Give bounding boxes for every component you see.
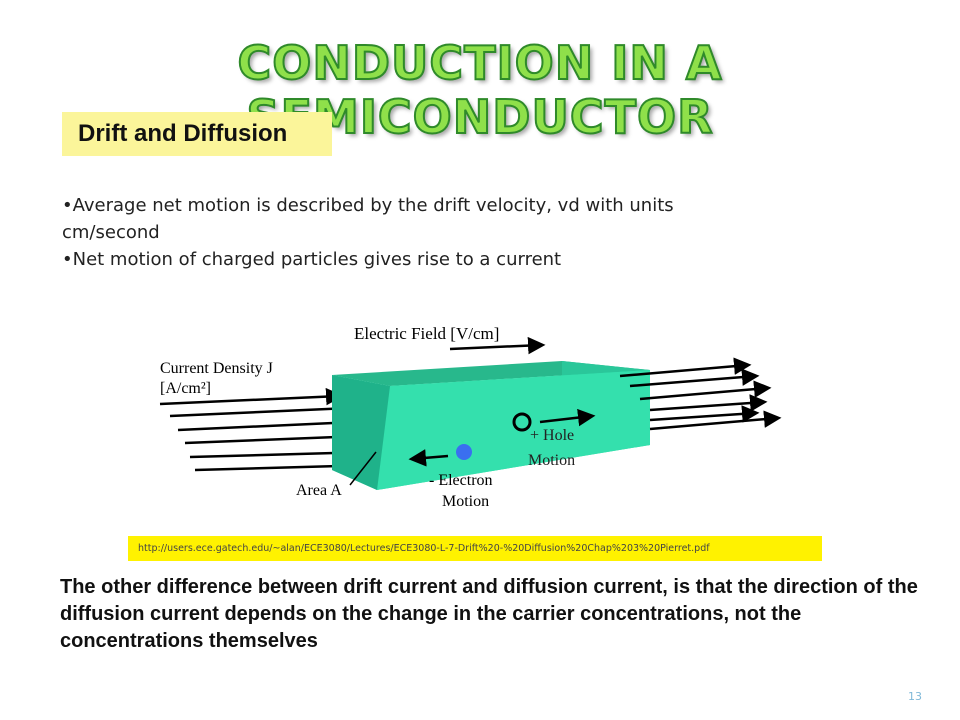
drift-diagram: Electric Field [V/cm] Current Density J … bbox=[159, 324, 782, 510]
electric-field-label: Electric Field [V/cm] bbox=[354, 324, 499, 343]
area-pointer bbox=[349, 451, 377, 486]
subtitle-box: Drift and Diffusion bbox=[62, 112, 332, 156]
hole-circle bbox=[512, 412, 532, 432]
source-url[interactable]: http://users.ece.gatech.edu/~alan/ECE308… bbox=[128, 536, 822, 561]
electric-field-arrow bbox=[449, 336, 546, 355]
bullet-item: •Average net motion is described by the … bbox=[62, 195, 674, 243]
electron-motion-arrow bbox=[408, 449, 449, 467]
hole-motion-arrow bbox=[539, 408, 596, 427]
electron-motion-label-2: Motion bbox=[442, 493, 489, 510]
area-label: Area A bbox=[296, 482, 342, 499]
slide-title: CONDUCTION IN A SEMICONDUCTOR bbox=[237, 35, 723, 145]
electron-motion-label: - Electron bbox=[429, 472, 493, 489]
block-left-face bbox=[332, 375, 390, 490]
current-density-label: Current Density J bbox=[160, 360, 273, 377]
hole-motion-label-2: Motion bbox=[528, 452, 575, 469]
current-density-unit-label: [A/cm²] bbox=[160, 380, 211, 397]
bullet-item: •Net motion of charged particles gives r… bbox=[62, 249, 562, 270]
electron-dot bbox=[456, 444, 472, 460]
block-front-panel bbox=[377, 370, 650, 490]
body-paragraph: The other difference between drift curre… bbox=[60, 576, 918, 652]
current-arrows-right bbox=[619, 357, 782, 431]
page-number: 13 bbox=[908, 690, 922, 703]
bullet-list: •Average net motion is described by the … bbox=[62, 192, 702, 273]
hole-motion-label: + Hole bbox=[530, 427, 574, 444]
